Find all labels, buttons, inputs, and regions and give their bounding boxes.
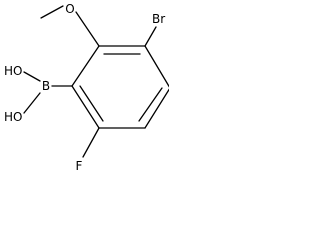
bond-c3-c4: [144, 45, 169, 88]
atom-b: B: [42, 79, 50, 93]
bond-o-c2: [75, 11, 100, 47]
atom-f: F: [76, 159, 83, 173]
bonds: [23, 5, 169, 158]
bond-b-oh-bottom: [23, 92, 41, 114]
atom-o-methoxy: O: [65, 2, 74, 16]
bond-c4-c5: [144, 88, 169, 129]
molecule-structure: O Br B HO HO F: [4, 2, 169, 173]
bond-c3-br: [144, 26, 157, 47]
bond-c6-f: [82, 127, 100, 158]
molecule-canvas: O Br B HO HO F: [0, 0, 169, 185]
bond-b-oh-top: [23, 71, 41, 82]
bond-c6-c1: [71, 85, 100, 129]
bond-c1-c2: [71, 45, 100, 87]
bond-inner-c6-c1: [79, 85, 104, 122]
atom-oh-bottom: HO: [4, 110, 22, 124]
bond-methyl-o: [40, 5, 64, 19]
bond-inner-c4-c5: [138, 87, 163, 122]
atom-br: Br: [152, 12, 165, 26]
atom-labels: O Br B HO HO F: [4, 2, 165, 173]
atom-oh-top: HO: [4, 64, 22, 78]
